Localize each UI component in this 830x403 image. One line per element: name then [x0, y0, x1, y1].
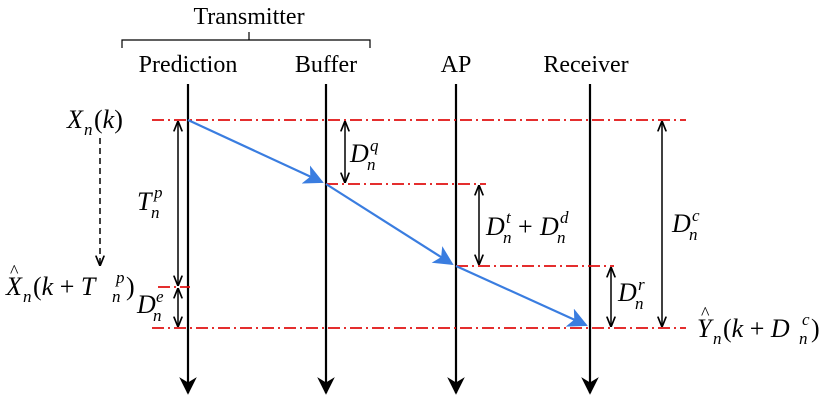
svg-text:^: ^	[10, 261, 19, 281]
svg-text:X: X	[66, 105, 84, 134]
svg-text:n: n	[799, 329, 808, 348]
label-x-n-k: X n (k)	[66, 105, 123, 139]
svg-text:c: c	[802, 310, 810, 329]
label-y-hat: Y ^ n (k + D c n )	[697, 303, 820, 348]
svg-text:+: +	[518, 212, 533, 241]
svg-text:): )	[811, 314, 820, 343]
svg-text:X: X	[5, 272, 23, 301]
svg-text:(k + D: (k + D	[723, 314, 790, 343]
svg-text:t: t	[506, 208, 512, 227]
transmitter-bracket	[121, 32, 371, 48]
svg-text:D: D	[485, 212, 505, 241]
svg-text:n: n	[367, 155, 376, 174]
svg-text:p: p	[153, 183, 163, 202]
svg-text:n: n	[557, 228, 566, 247]
svg-text:n: n	[713, 329, 722, 348]
svg-text:p: p	[115, 268, 125, 287]
svg-text:n: n	[635, 294, 644, 313]
svg-text:q: q	[370, 136, 379, 155]
label-dc: D c n	[671, 206, 700, 244]
svg-text:n: n	[23, 287, 32, 306]
packet-arrow-ap	[325, 183, 454, 266]
label-dr: D r n	[617, 275, 645, 313]
svg-text:D: D	[349, 139, 369, 168]
svg-text:n: n	[84, 120, 93, 139]
svg-text:e: e	[156, 287, 164, 306]
column-buffer: Buffer	[295, 52, 357, 78]
svg-text:T: T	[137, 187, 153, 216]
svg-text:D: D	[617, 278, 637, 307]
column-ap: AP	[441, 52, 472, 78]
label-de: D e n	[136, 287, 164, 325]
svg-text:c: c	[692, 206, 700, 225]
svg-text:d: d	[560, 208, 569, 227]
svg-text:Y: Y	[697, 314, 714, 343]
column-prediction: Prediction	[139, 52, 238, 78]
svg-text:^: ^	[701, 303, 710, 323]
label-dt-dd: D t n + D d n	[485, 208, 569, 247]
svg-text:D: D	[671, 209, 691, 238]
svg-text:n: n	[153, 306, 162, 325]
svg-text:): )	[126, 272, 135, 301]
svg-text:D: D	[539, 212, 559, 241]
svg-text:D: D	[136, 290, 156, 319]
svg-text:n: n	[503, 228, 512, 247]
label-dq: D q n	[349, 136, 379, 174]
svg-text:(k): (k)	[94, 105, 123, 134]
label-x-hat: X ^ n (k + T p n )	[5, 261, 135, 306]
svg-text:(k + T: (k + T	[33, 272, 97, 301]
svg-text:n: n	[689, 225, 698, 244]
packet-arrow-buffer	[187, 119, 324, 184]
packet-arrow-receiver	[455, 264, 588, 327]
svg-text:n: n	[112, 287, 121, 306]
transmitter-title: Transmitter	[193, 4, 304, 30]
label-tp: T p n	[137, 183, 163, 222]
svg-text:r: r	[638, 275, 645, 294]
svg-text:n: n	[151, 203, 160, 222]
column-receiver: Receiver	[543, 52, 628, 78]
